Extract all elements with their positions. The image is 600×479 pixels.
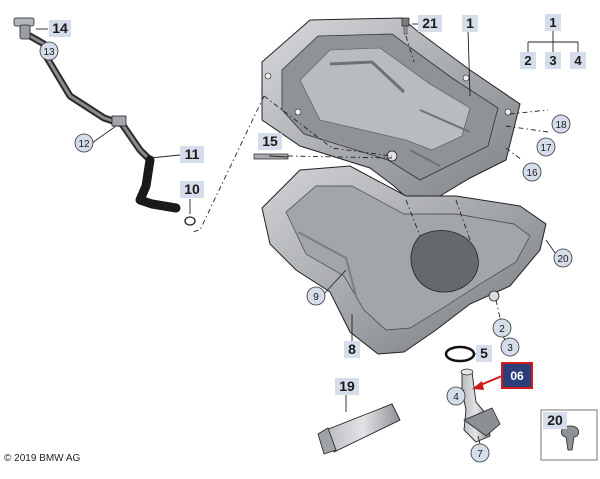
clip-20-icon	[561, 425, 579, 451]
dipstick-handle-icon	[13, 17, 35, 40]
tree-root-label: 1	[549, 15, 556, 30]
label-17: 17	[540, 143, 552, 154]
circle-labels: 13 12 9 18 17 16 20 2 3 4 7	[39, 41, 573, 463]
label-12: 12	[78, 139, 90, 150]
tree-child-4: 4	[574, 53, 582, 68]
label-20: 20	[557, 254, 569, 265]
square-labels: 14 21 1 15 11 10 8 5 19 20	[49, 15, 567, 429]
label-13: 13	[43, 47, 55, 58]
label-20-box: 20	[547, 412, 563, 428]
label-15: 15	[262, 133, 278, 149]
highlight-callout[interactable]: 06	[472, 362, 533, 390]
assembly-lines	[191, 35, 549, 319]
tree-child-3: 3	[549, 53, 556, 68]
label-11: 11	[185, 146, 200, 162]
label-2: 2	[499, 324, 505, 335]
upper-oil-pan	[261, 17, 521, 211]
label-1: 1	[466, 15, 474, 31]
label-9: 9	[313, 292, 319, 303]
label-8: 8	[348, 341, 356, 357]
label-7: 7	[477, 449, 483, 460]
label-16: 16	[526, 168, 538, 179]
sealant-tube-19-icon	[317, 403, 401, 455]
o-ring-5-icon	[444, 345, 476, 363]
label-21: 21	[422, 15, 438, 31]
o-ring-10-icon	[184, 216, 196, 226]
label-10: 10	[184, 181, 200, 197]
label-5: 5	[480, 345, 488, 361]
lower-oil-pan	[261, 165, 547, 355]
label-18: 18	[555, 120, 567, 131]
part-hierarchy-tree: 1 2 3 4	[520, 14, 586, 69]
highlight-label: 06	[510, 369, 524, 383]
screw-21-icon	[401, 17, 410, 35]
highlight-badge[interactable]	[501, 362, 533, 389]
label-3: 3	[507, 343, 513, 354]
label-14: 14	[52, 20, 68, 36]
label-19: 19	[339, 378, 355, 394]
copyright-text: © 2019 BMW AG	[4, 453, 81, 464]
tree-child-2: 2	[524, 53, 531, 68]
label-4: 4	[453, 392, 459, 403]
